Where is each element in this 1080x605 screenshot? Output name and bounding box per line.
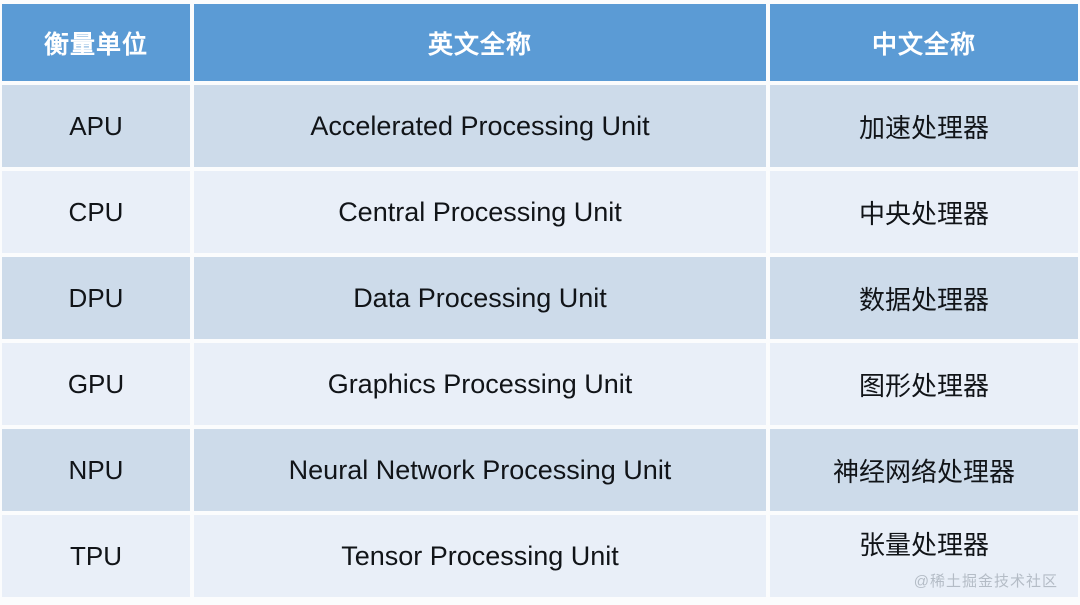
cell-chinese: 数据处理器 (770, 257, 1078, 339)
cell-english-text: Neural Network Processing Unit (288, 454, 672, 485)
column-header-unit-label: 衡量单位 (43, 30, 148, 59)
column-header-english-full-name: 英文全称 (194, 4, 766, 81)
cell-abbreviation: CPU (2, 171, 190, 253)
table-row: DPU Data Processing Unit 数据处理器 (2, 257, 1078, 339)
cell-abbreviation: NPU (2, 429, 190, 511)
cell-abbreviation-text: GPU (67, 368, 125, 399)
cell-english: Tensor Processing Unit (194, 515, 766, 597)
cell-abbreviation: TPU (2, 515, 190, 597)
cell-english-text: Accelerated Processing Unit (310, 110, 650, 141)
cell-chinese: 图形处理器 (770, 343, 1078, 425)
cell-english: Graphics Processing Unit (194, 343, 766, 425)
table-row: GPU Graphics Processing Unit 图形处理器 (2, 343, 1078, 425)
table-header-row: 衡量单位 英文全称 中文全称 (2, 4, 1078, 81)
cell-chinese-text: 加速处理器 (858, 112, 989, 143)
cell-english-text: Central Processing Unit (338, 196, 622, 227)
column-header-chinese-full-name-label: 中文全称 (871, 30, 976, 59)
cell-english-text: Data Processing Unit (353, 282, 607, 313)
table-row: CPU Central Processing Unit 中央处理器 (2, 171, 1078, 253)
watermark: @稀土掘金技术社区 (913, 573, 1058, 590)
cell-abbreviation-text: DPU (68, 282, 124, 313)
cell-abbreviation: GPU (2, 343, 190, 425)
cell-english: Accelerated Processing Unit (194, 85, 766, 167)
table-row: APU Accelerated Processing Unit 加速处理器 (2, 85, 1078, 167)
cell-chinese-text: 图形处理器 (858, 370, 989, 401)
cpu-acronym-table: 衡量单位 英文全称 中文全称 APU Accelerated Processin… (2, 4, 1078, 597)
cell-abbreviation: DPU (2, 257, 190, 339)
cell-abbreviation: APU (2, 85, 190, 167)
cell-chinese-text: 中央处理器 (858, 198, 989, 229)
cell-abbreviation-text: CPU (68, 196, 124, 227)
cell-chinese: 中央处理器 (770, 171, 1078, 253)
cell-chinese: 神经网络处理器 (770, 429, 1078, 511)
cell-chinese: 加速处理器 (770, 85, 1078, 167)
cell-english: Data Processing Unit (194, 257, 766, 339)
cell-english-text: Graphics Processing Unit (327, 368, 633, 399)
cell-english: Neural Network Processing Unit (194, 429, 766, 511)
column-header-unit: 衡量单位 (2, 4, 190, 81)
cell-chinese-text: 数据处理器 (858, 284, 989, 315)
cell-chinese: 张量处理器 (770, 515, 1078, 597)
cell-chinese-text: 张量处理器 (858, 530, 989, 560)
cell-abbreviation-text: NPU (68, 454, 124, 485)
cell-english-text: Tensor Processing Unit (341, 540, 619, 571)
cell-chinese-text: 神经网络处理器 (832, 456, 1015, 487)
cell-english: Central Processing Unit (194, 171, 766, 253)
table-row: TPU Tensor Processing Unit 张量处理器 (2, 515, 1078, 597)
cell-abbreviation-text: APU (69, 110, 123, 141)
column-header-english-full-name-label: 英文全称 (427, 30, 532, 59)
table-row: NPU Neural Network Processing Unit 神经网络处… (2, 429, 1078, 511)
column-header-chinese-full-name: 中文全称 (770, 4, 1078, 81)
cell-abbreviation-text: TPU (70, 540, 122, 571)
